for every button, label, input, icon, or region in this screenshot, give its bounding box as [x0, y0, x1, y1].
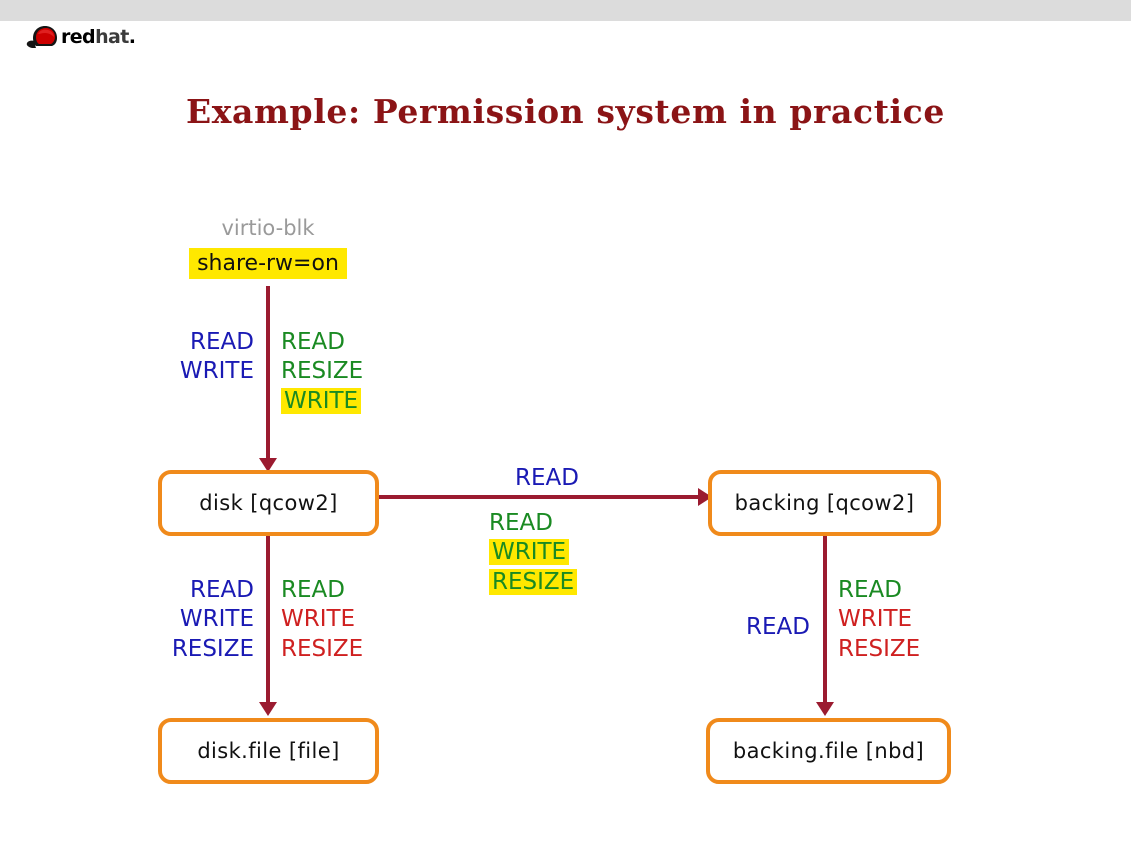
perm-read: READ	[746, 614, 810, 640]
perm-read: READ	[190, 577, 254, 603]
slide-title: Example: Permission system in practice	[186, 92, 945, 131]
redhat-shadowman-icon	[26, 24, 60, 50]
logo-text-dot: .	[128, 25, 136, 48]
perm-write: WRITE	[179, 606, 254, 633]
edge-backing-to-backing-file-taken-permissions: READ	[672, 613, 810, 642]
perm-resize: RESIZE	[281, 635, 364, 662]
perm-resize: RESIZE	[171, 635, 254, 662]
edge-disk-to-backing-shared-permissions: READ WRITE RESIZE	[489, 509, 649, 597]
perm-resize: RESIZE	[281, 358, 364, 385]
perm-read: READ	[515, 465, 579, 491]
edge-device-to-disk-shared-permissions: READ RESIZE WRITE	[281, 328, 441, 416]
edge-disk-to-backing	[379, 495, 704, 499]
edge-backing-to-backing-file	[823, 536, 827, 708]
perm-write: WRITE	[489, 539, 570, 566]
edge-disk-to-disk-file-shared-permissions: READ WRITE RESIZE	[281, 576, 441, 664]
top-gray-bar	[0, 0, 1131, 21]
edge-backing-to-backing-file-arrowhead	[816, 702, 834, 716]
perm-read: READ	[190, 329, 254, 355]
redhat-logo: redhat.	[26, 22, 216, 52]
perm-write: WRITE	[838, 606, 913, 633]
edge-device-to-disk-arrowhead	[259, 458, 277, 472]
perm-write: WRITE	[179, 358, 254, 385]
redhat-wordmark: redhat.	[61, 25, 136, 48]
perm-read: READ	[838, 577, 902, 603]
perm-resize: RESIZE	[838, 635, 921, 662]
edge-disk-to-disk-file	[266, 536, 270, 708]
perm-read: READ	[281, 329, 345, 355]
logo-text-hat: hat	[95, 25, 129, 48]
node-disk-file[interactable]: disk.file [file]	[158, 718, 379, 784]
edge-disk-to-backing-taken-permissions: READ	[487, 464, 607, 493]
node-backing[interactable]: backing [qcow2]	[708, 470, 941, 536]
edge-device-to-disk	[266, 286, 270, 464]
edge-device-to-disk-taken-permissions: READ WRITE	[116, 328, 254, 387]
source-option-label: share-rw=on	[178, 248, 358, 279]
perm-write: WRITE	[281, 606, 356, 633]
perm-write: WRITE	[281, 387, 362, 414]
edge-disk-to-disk-file-taken-permissions: READ WRITE RESIZE	[116, 576, 254, 664]
perm-read: READ	[489, 510, 553, 536]
edge-disk-to-disk-file-arrowhead	[259, 702, 277, 716]
node-backing-file[interactable]: backing.file [nbd]	[706, 718, 951, 784]
node-disk[interactable]: disk [qcow2]	[158, 470, 379, 536]
logo-text-red: red	[61, 25, 96, 48]
edge-backing-to-backing-file-shared-permissions: READ WRITE RESIZE	[838, 576, 998, 664]
source-device-label: virtio-blk	[221, 216, 315, 240]
perm-resize: RESIZE	[489, 568, 578, 595]
perm-read: READ	[281, 577, 345, 603]
